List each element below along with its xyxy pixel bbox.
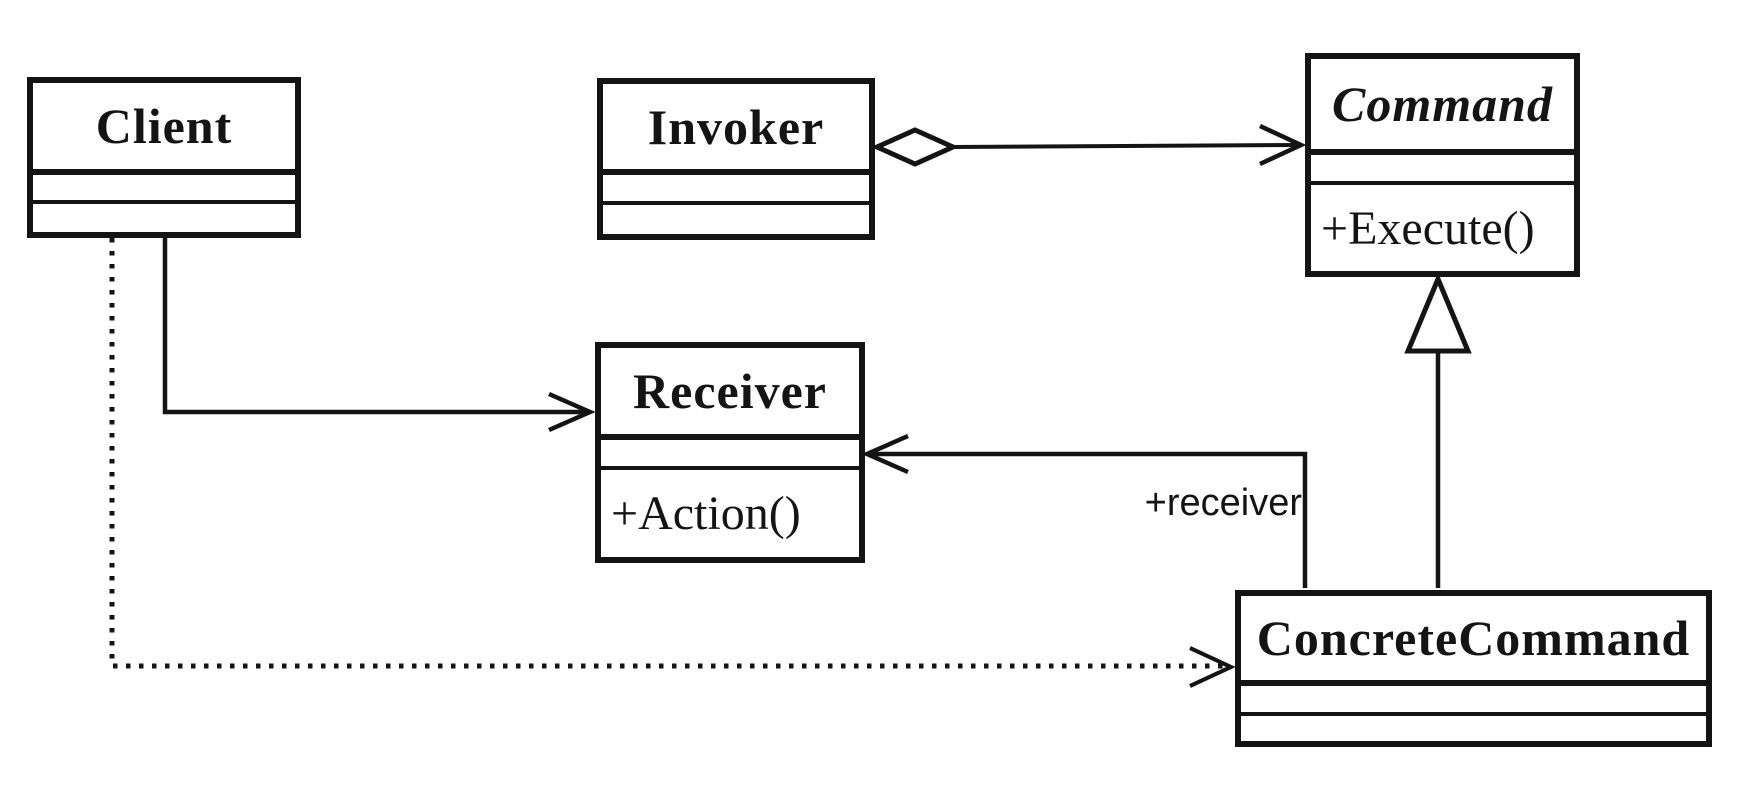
association-line (162, 236, 587, 415)
association-client-to-receiver (162, 236, 596, 433)
class-name-client: Client (95, 98, 233, 154)
attributes-compartment-client (33, 169, 295, 200)
class-name-concrete-command: ConcreteCommand (1256, 610, 1691, 666)
open-arrowhead-icon (1259, 123, 1307, 167)
class-name-command: Command (1332, 76, 1553, 132)
aggregation-diamond-icon (870, 127, 960, 167)
open-arrowhead-icon (548, 391, 596, 433)
methods-compartment-concrete-command (1241, 712, 1706, 741)
attributes-compartment-invoker (603, 169, 869, 201)
methods-compartment-client (33, 200, 295, 232)
role-label-receiver: +receiver (1144, 482, 1302, 524)
class-box-command: Command +Execute() (1305, 53, 1580, 277)
method-action: +Action() (601, 466, 859, 557)
generalization-concretecommand-to-command (1404, 272, 1472, 588)
open-arrowhead-icon (861, 433, 909, 475)
attributes-compartment-command (1311, 149, 1574, 181)
attributes-compartment-receiver (601, 434, 859, 466)
class-name-invoker: Invoker (647, 98, 825, 155)
aggregation-line (949, 143, 1301, 149)
class-box-concrete-command: ConcreteCommand (1235, 590, 1712, 747)
aggregation-invoker-to-command (870, 123, 1307, 167)
attributes-compartment-concrete-command (1241, 680, 1706, 712)
methods-compartment-invoker (603, 201, 869, 234)
open-arrowhead-icon (1189, 646, 1236, 688)
class-box-client: Client (27, 77, 301, 238)
method-execute: +Execute() (1311, 181, 1574, 271)
class-box-invoker: Invoker (597, 78, 875, 240)
class-box-receiver: Receiver +Action() (595, 342, 865, 563)
inheritance-triangle-icon (1404, 272, 1472, 354)
class-name-receiver: Receiver (633, 363, 827, 419)
